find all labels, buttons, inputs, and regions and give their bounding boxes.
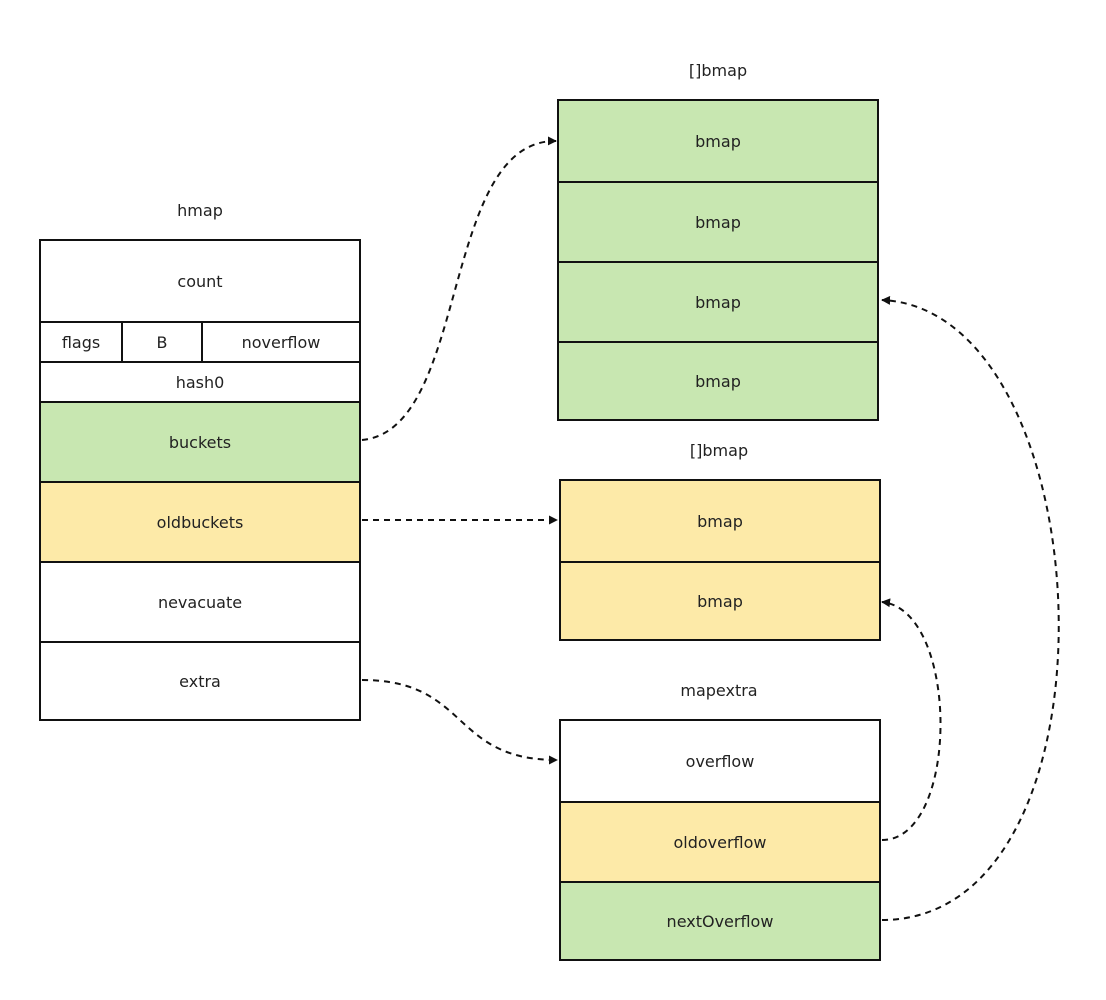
mapextra-overflow-label: overflow [685, 751, 755, 771]
hmap-nevacuate-field: nevacuate [41, 561, 359, 641]
oldbucket-bmap-1: bmap [561, 561, 879, 639]
oldbucket-bmap-0: bmap [561, 481, 879, 561]
mapextra-title: mapextra [680, 681, 758, 700]
mapextra-nextoverflow-label: nextOverflow [666, 911, 774, 931]
hmap-buckets-label: buckets [168, 432, 232, 452]
buckets-array: bmap bmap bmap bmap [557, 99, 879, 421]
bucket-bmap-1: bmap [559, 181, 877, 261]
hmap-oldbuckets-field: oldbuckets [41, 481, 359, 561]
hmap-flags-field: flags [41, 323, 121, 361]
hmap-b-label: B [156, 332, 168, 352]
hmap-title: hmap [177, 201, 223, 220]
oldbucket-bmap-label: bmap [697, 511, 743, 531]
oldbucket-bmap-label: bmap [697, 591, 743, 611]
bucket-bmap-label: bmap [695, 212, 741, 232]
hmap-count-field: count [41, 241, 359, 321]
buckets-pointer-arrow [361, 136, 557, 441]
hmap-hash0-label: hash0 [175, 372, 225, 392]
oldbuckets-array: bmap bmap [559, 479, 881, 641]
hmap-nevacuate-label: nevacuate [157, 592, 243, 612]
hmap-flags-row: flags B noverflow [41, 321, 359, 361]
oldoverflow-pointer-arrow [881, 598, 942, 841]
hmap-extra-field: extra [41, 641, 359, 719]
hmap-buckets-field: buckets [41, 401, 359, 481]
extra-pointer-arrow [361, 679, 558, 765]
buckets-array-title: []bmap [688, 61, 748, 80]
bucket-bmap-3: bmap [559, 341, 877, 419]
hmap-oldbuckets-label: oldbuckets [156, 512, 244, 532]
oldbuckets-array-title: []bmap [689, 441, 749, 460]
mapextra-overflow-field: overflow [561, 721, 879, 801]
hmap-flags-label: flags [61, 332, 101, 352]
hmap-b-field: B [121, 323, 201, 361]
mapextra-struct: overflow oldoverflow nextOverflow [559, 719, 881, 961]
hmap-count-label: count [177, 271, 223, 291]
nextoverflow-pointer-arrow [881, 295, 1060, 921]
mapextra-nextoverflow-field: nextOverflow [561, 881, 879, 959]
hmap-hash0-field: hash0 [41, 361, 359, 401]
bucket-bmap-label: bmap [695, 371, 741, 391]
bucket-bmap-label: bmap [695, 292, 741, 312]
mapextra-oldoverflow-field: oldoverflow [561, 801, 879, 881]
hmap-noverflow-field: noverflow [201, 323, 359, 361]
hmap-extra-label: extra [179, 671, 221, 691]
bucket-bmap-0: bmap [559, 101, 877, 181]
bucket-bmap-2: bmap [559, 261, 877, 341]
mapextra-oldoverflow-label: oldoverflow [673, 832, 767, 852]
hmap-noverflow-label: noverflow [241, 332, 321, 352]
hmap-struct: count flags B noverflow hash0 buckets ol… [39, 239, 361, 721]
bucket-bmap-label: bmap [695, 131, 741, 151]
